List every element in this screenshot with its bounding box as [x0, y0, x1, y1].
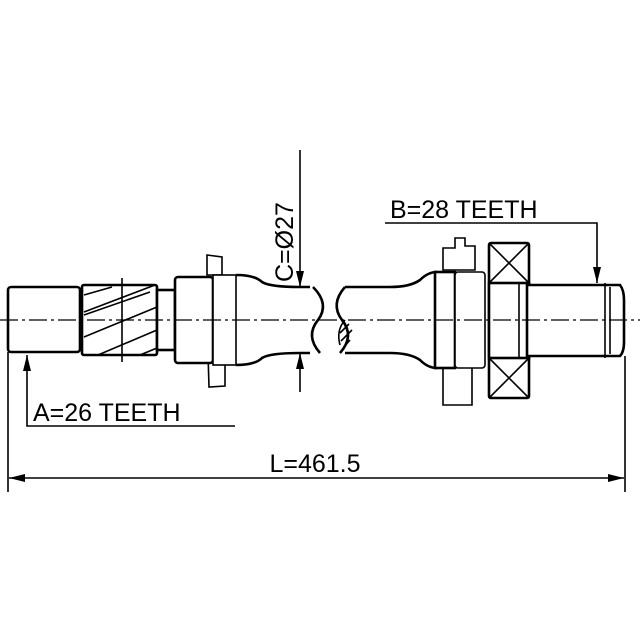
b-dimension: B=28 TEETH: [385, 196, 601, 283]
c-dimension: C=Ø27: [271, 150, 304, 392]
left-joint-body: [173, 254, 310, 388]
b-teeth-label: B=28 TEETH: [390, 196, 538, 224]
a-dimension: A=26 TEETH: [23, 355, 235, 427]
a-teeth-label: A=26 TEETH: [33, 399, 181, 427]
length-dimension: L=461.5: [7, 352, 626, 492]
right-joint-body: [345, 237, 486, 406]
length-label: L=461.5: [269, 450, 360, 478]
c-diameter-label: C=Ø27: [271, 202, 299, 282]
